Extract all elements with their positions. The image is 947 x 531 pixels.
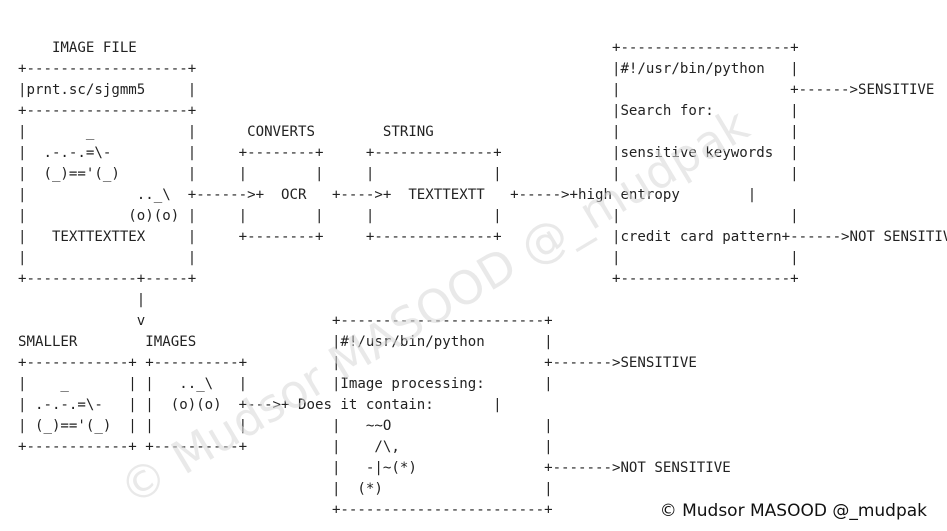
copyright-label: © Mudsor MASOOD @_mudpak: [659, 501, 927, 521]
ascii-flow-diagram: IMAGE FILE +--------------------+ +-----…: [18, 40, 947, 518]
